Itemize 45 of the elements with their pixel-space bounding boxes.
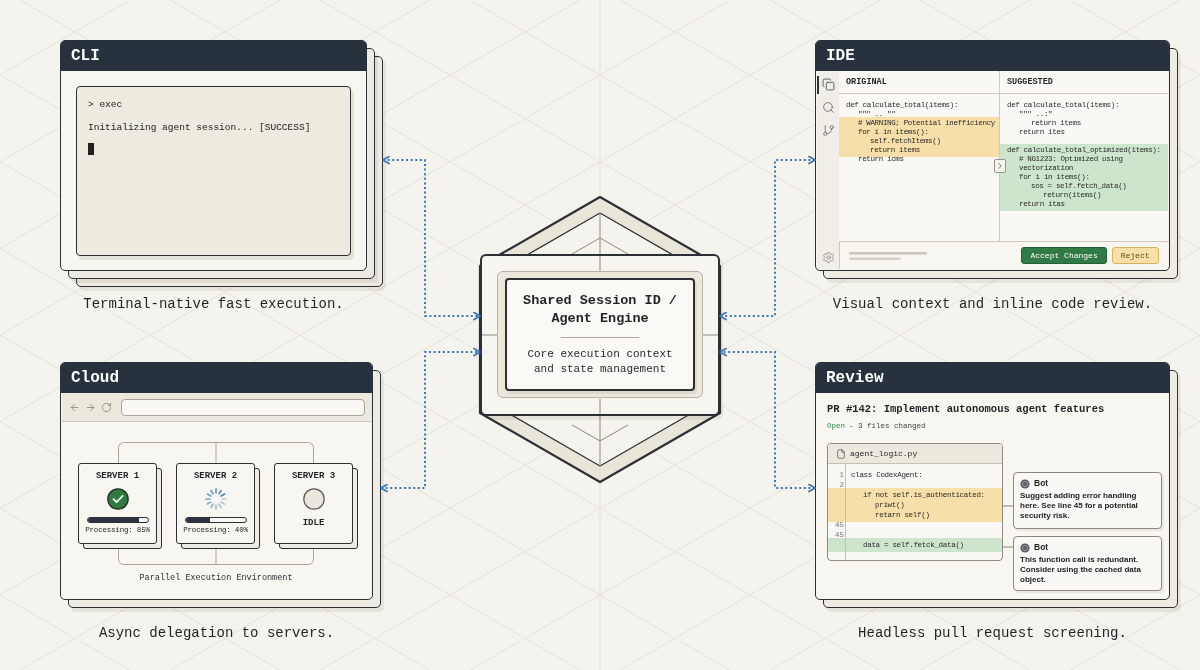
terminal-box — [76, 86, 351, 256]
column-heading: ORIGINAL — [846, 76, 887, 88]
server-title: SERVER 2 — [193, 471, 238, 482]
panel-title: Cloud — [71, 368, 119, 388]
connector-line — [1002, 505, 1014, 507]
server-title: SERVER 3 — [291, 471, 336, 482]
window-stack — [815, 40, 1178, 279]
panel-title: IDE — [826, 46, 855, 66]
panel-caption: Terminal-native fast execution. — [83, 295, 344, 313]
dotted-arrow — [719, 155, 816, 321]
dotted-arrow — [382, 155, 481, 321]
pr-title: PR #142: Implement autonomous agent features — [827, 402, 1105, 416]
server-title: SERVER 1 — [95, 471, 140, 482]
comment-card — [1013, 472, 1162, 529]
panel-title: CLI — [71, 46, 100, 66]
dotted-arrow — [719, 347, 816, 493]
engine-title: Shared Session ID / Agent Engine — [522, 292, 678, 328]
window-stack — [815, 362, 1178, 608]
dotted-arrow — [380, 347, 481, 493]
column-heading: SUGGESTED — [1007, 76, 1053, 88]
engine-description: Core execution context and state management — [526, 347, 674, 377]
file-panel — [827, 443, 1003, 561]
code-pane — [839, 71, 1000, 241]
comment-card — [1013, 536, 1162, 591]
group-label: Parallel Execution Environment — [139, 573, 293, 584]
window-stack — [60, 362, 381, 608]
accept-button: Accept Changes — [1021, 247, 1107, 264]
author-name: Bot — [1034, 542, 1049, 553]
comment-text: Suggest adding error handling here. See line 45 for a potential security risk. — [1020, 491, 1139, 521]
panel-caption: Async delegation to servers. — [98, 624, 335, 642]
connector-line — [1002, 546, 1014, 548]
reject-button: Reject — [1111, 247, 1159, 264]
panel-caption: Headless pull request screening. — [858, 624, 1127, 642]
terminal-text: Initializing agent session... [SUCCESS] — [88, 122, 311, 134]
comment-text: This function call is redundant. Consider using the cached data object. — [1020, 555, 1142, 585]
panel-caption: Visual context and inline code review. — [832, 295, 1153, 313]
author-name: Bot — [1034, 478, 1049, 489]
server-card — [274, 463, 358, 549]
terminal-text: > exec — [88, 99, 123, 111]
panel-title: Review — [826, 368, 884, 388]
window-stack — [60, 40, 383, 287]
server-card — [78, 463, 162, 549]
file-name: agent_logic.py — [850, 448, 918, 459]
status-text: IDLE — [302, 518, 325, 529]
server-card — [176, 463, 260, 549]
